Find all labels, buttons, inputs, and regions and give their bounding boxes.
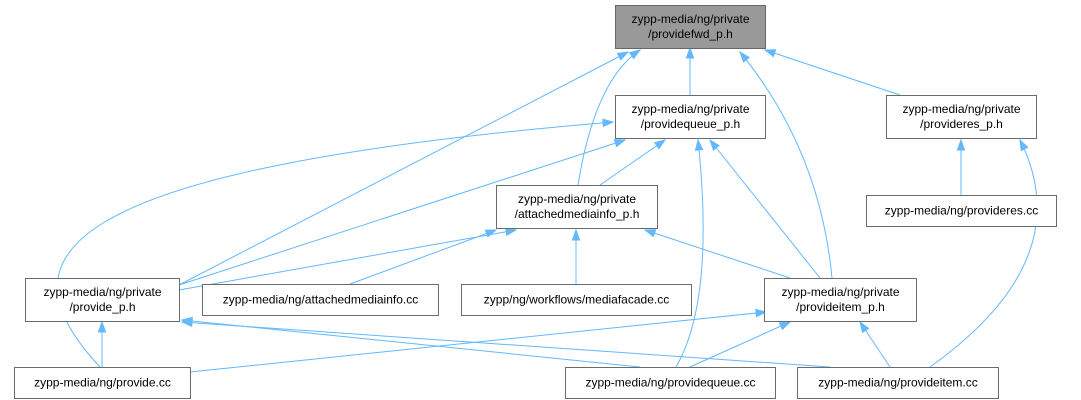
- node-box: [25, 278, 180, 322]
- node-box: [866, 195, 1057, 227]
- arrowhead-provideitem_h-to-providequeue_h: [709, 138, 720, 151]
- node-attached_h[interactable]: zypp-media/ng/private/attachedmediainfo_…: [496, 185, 658, 229]
- node-box: [461, 284, 692, 316]
- node-providefwd[interactable]: zypp-media/ng/private/providefwd_p.h: [615, 5, 766, 49]
- node-label: zypp-media/ng/providequeue.cc: [585, 376, 755, 390]
- edge-provide_cc-to-provideitem_h: [189, 311, 767, 373]
- node-provideres_cc[interactable]: zypp-media/ng/provideres.cc: [866, 195, 1057, 227]
- node-label: zypp-media/ng/private: [631, 12, 749, 26]
- node-provideres_h[interactable]: zypp-media/ng/private/provideres_p.h: [886, 95, 1037, 139]
- edge-provide_cc-to-providequeue_h: [56, 121, 614, 368]
- node-box: [14, 367, 191, 399]
- edge-providequeue_cc-to-provideitem_h: [689, 321, 791, 368]
- arrowhead-providequeue_cc-to-providequeue_h: [694, 138, 704, 151]
- arrowhead-providequeue_cc-to-provideitem_h: [778, 321, 792, 331]
- node-box: [496, 185, 658, 229]
- arrowhead-attached_cc-to-attached_h: [484, 229, 498, 238]
- node-label: zypp-media/ng/private: [631, 102, 749, 116]
- node-label: /provide_p.h: [69, 300, 135, 314]
- arrowhead-provideitem_cc-to-provide_h: [180, 318, 193, 328]
- node-box: [202, 284, 439, 316]
- nodes-layer: zypp-media/ng/private/providefwd_p.hzypp…: [14, 5, 1057, 399]
- edge-providequeue_cc-to-provide_h: [181, 319, 641, 368]
- edge-providequeue_cc-to-providequeue_h: [675, 139, 704, 368]
- node-label: zypp-media/ng/private: [902, 102, 1020, 116]
- node-label: zypp/ng/workflows/mediafacade.cc: [484, 293, 669, 307]
- node-box: [565, 367, 776, 399]
- node-label: zypp-media/ng/provideitem.cc: [818, 376, 977, 390]
- node-provideitem_h[interactable]: zypp-media/ng/private/provideitem_p.h: [764, 278, 917, 322]
- edge-attached_h-to-providequeue_h: [599, 139, 666, 186]
- arrowhead-attached_h-to-providefwd: [628, 49, 642, 60]
- edges-layer: [56, 46, 1038, 373]
- arrowhead-provide_h-to-providequeue_h: [613, 139, 627, 148]
- node-label: /provideres_p.h: [920, 117, 1003, 131]
- node-label: zypp-media/ng/private: [518, 192, 636, 206]
- arrowhead-attached_h-to-providequeue_h: [653, 139, 667, 150]
- arrowhead-provideres_h-to-providefwd: [763, 49, 777, 58]
- node-provide_h[interactable]: zypp-media/ng/private/provide_p.h: [25, 278, 180, 322]
- node-provideitem_cc[interactable]: zypp-media/ng/provideitem.cc: [797, 367, 999, 399]
- edge-provideitem_cc-to-provide_h: [181, 321, 831, 368]
- node-box: [615, 95, 766, 139]
- node-providequeue_cc[interactable]: zypp-media/ng/providequeue.cc: [565, 367, 776, 399]
- arrowhead-provideitem_h-to-providefwd: [739, 50, 750, 63]
- edge-attached_h-to-providefwd: [577, 49, 641, 186]
- node-label: zypp-media/ng/private: [43, 285, 161, 299]
- edge-provideitem_h-to-providequeue_h: [709, 139, 821, 279]
- arrowhead-provideres_cc-to-provideres_h: [956, 138, 966, 151]
- arrowhead-provideitem_h-to-attached_h: [643, 229, 657, 238]
- arrowhead-provide_cc-to-providequeue_h: [602, 118, 615, 128]
- edge-provideitem_h-to-attached_h: [644, 229, 791, 279]
- node-box: [764, 278, 917, 322]
- node-label: zypp-media/ng/attachedmediainfo.cc: [223, 293, 418, 307]
- node-label: zypp-media/ng/private: [781, 285, 899, 299]
- node-providequeue_h[interactable]: zypp-media/ng/private/providequeue_p.h: [615, 95, 766, 139]
- node-provide_cc[interactable]: zypp-media/ng/provide.cc: [14, 367, 191, 399]
- arrowhead-providequeue_h-to-providefwd: [685, 46, 695, 59]
- node-label: /providefwd_p.h: [648, 27, 733, 41]
- node-mediafacade[interactable]: zypp/ng/workflows/mediafacade.cc: [461, 284, 692, 316]
- node-label: zypp-media/ng/provide.cc: [34, 376, 171, 390]
- arrowhead-mediafacade-to-attached_h: [571, 228, 581, 241]
- arrowhead-provideitem_cc-to-provideitem_h: [859, 320, 870, 334]
- edge-provideitem_cc-to-provideres_h: [929, 139, 1038, 368]
- node-box: [615, 5, 766, 49]
- node-box: [797, 367, 999, 399]
- edge-provideres_h-to-providefwd: [764, 49, 901, 96]
- arrowhead-provide_h-to-attached_h: [504, 227, 518, 237]
- arrowhead-provide_h-to-providefwd: [616, 51, 630, 61]
- node-attached_cc[interactable]: zypp-media/ng/attachedmediainfo.cc: [202, 284, 439, 316]
- edge-provide_h-to-attached_h: [178, 229, 517, 291]
- node-label: /providequeue_p.h: [641, 117, 740, 131]
- arrowhead-provideitem_cc-to-provideres_h: [1019, 138, 1029, 152]
- edge-provide_h-to-providefwd: [178, 51, 629, 286]
- edge-provideitem_h-to-providefwd: [739, 51, 833, 279]
- arrowhead-provide_cc-to-provideitem_h: [755, 308, 768, 318]
- edge-provide_h-to-providequeue_h: [178, 139, 626, 286]
- node-label: /attachedmediainfo_p.h: [515, 207, 640, 221]
- arrowhead-provide_cc-to-provide_h: [97, 320, 107, 333]
- node-label: /provideitem_p.h: [796, 300, 885, 314]
- node-label: zypp-media/ng/provideres.cc: [885, 204, 1038, 218]
- node-box: [886, 95, 1037, 139]
- edge-attached_cc-to-attached_h: [349, 229, 497, 285]
